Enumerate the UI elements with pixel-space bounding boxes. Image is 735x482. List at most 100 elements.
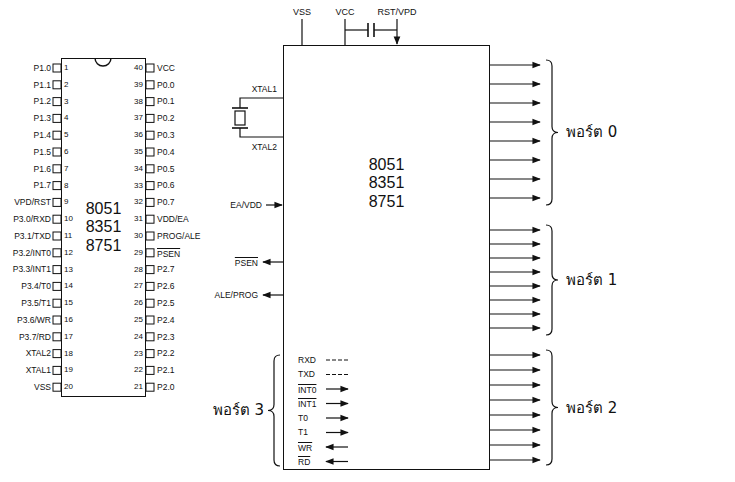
pin-number: 29 [134,249,143,257]
pin-name: VSS [34,383,51,392]
port-arrow [490,299,540,300]
pin-number: 31 [134,215,143,223]
crystal-wire [240,128,283,137]
pin-number: 3 [64,98,68,106]
pin-number: 32 [134,198,143,206]
pin-lead [53,350,61,358]
pin-lead [53,165,61,173]
pin-number: 22 [134,366,143,374]
capacitor-lead [345,29,368,30]
pin-name: P3.4/T0 [21,282,51,291]
port-arrow [490,414,540,415]
port-arrow [490,384,540,385]
pin-number: 30 [134,232,143,240]
pin-lead [146,98,154,106]
port-label: พอร์ต 2 [566,401,617,416]
pin-lead [146,299,154,307]
pin-lead [53,81,61,89]
signal-arrow [263,294,283,295]
pin-number: 8 [64,182,68,190]
signal-name: RXD [298,356,316,365]
crystal-plate [232,107,248,109]
chip-name: 8051 8351 8751 [365,156,409,211]
pin-name: PROG/ALE [157,232,200,241]
pin-number: 37 [134,114,143,122]
port-label: พอร์ต 3 [213,403,264,418]
pin-lead [53,131,61,139]
pin-number: 7 [64,165,68,173]
pin-name: VPD/RST [14,198,51,207]
pin-number: 17 [64,333,73,341]
pin-name: P1.6 [34,165,52,174]
signal-name: RD [298,456,310,467]
port-label: พอร์ต 1 [566,273,617,288]
signal-name: VCC [335,8,354,17]
pin-number: 12 [64,249,73,257]
port-arrow [490,459,540,460]
signal-name: T1 [298,428,308,437]
port-arrow [490,64,540,65]
pin-name: VDD/EA [157,215,189,224]
pin-name: P3.2/INT0 [13,249,51,258]
pin-lead [53,299,61,307]
pin-lead [53,333,61,341]
pin-lead [146,366,154,374]
pin-name: P1.3 [34,114,52,123]
port-brace [546,60,558,205]
pin-name: P0.1 [157,97,175,106]
signal-name: EA/VDD [230,201,262,210]
pin-number: 34 [134,165,143,173]
pin-lead [146,148,154,156]
crystal-symbol [235,111,245,125]
port-arrow [490,83,540,84]
pin-name: P2.0 [157,383,175,392]
pin-lead [53,316,61,324]
capacitor-plate [367,23,369,37]
pin-number: 38 [134,98,143,106]
pin-lead [53,215,61,223]
pin-name: P1.0 [34,64,52,73]
port-arrow [490,178,540,179]
pin-number: 16 [64,316,73,324]
pin-number: 15 [64,299,73,307]
pin-name: P1.4 [34,131,52,140]
pin-lead [53,98,61,106]
pin-number: 6 [64,148,68,156]
signal-name: VSS [293,8,311,17]
pin-number: 4 [64,114,68,122]
pin-number: 18 [64,350,73,358]
pin-number: 25 [134,316,143,324]
signal-name: XTAL1 [252,85,277,94]
port3-line [326,374,348,375]
pin-name: P1.7 [34,181,52,190]
pin-name: VCC [157,64,175,73]
pin-lead [146,64,154,72]
pin-number: 23 [134,350,143,358]
signal-name: WR [298,442,312,453]
signal-name: T0 [298,414,308,423]
pin-number: 2 [64,81,68,89]
power-line [301,19,302,45]
pin-lead [53,64,61,72]
pin-lead [146,350,154,358]
port-arrow [490,229,540,230]
pin-number: 20 [64,383,73,391]
pin-lead [53,366,61,374]
pin-name: P2.2 [157,349,175,358]
port3-arrow [326,417,348,418]
signal-name: ALE/PROG [215,291,258,300]
pin-lead [53,198,61,206]
pin-name: XTAL1 [26,366,51,375]
pin-lead [146,383,154,391]
pin-number: 27 [134,282,143,290]
pin-number: 10 [64,215,73,223]
pin-number: 11 [64,232,72,240]
pin-name: P0.2 [157,114,175,123]
pin-lead [146,165,154,173]
pin-number: 9 [64,198,68,206]
pin-name: P1.1 [34,81,52,90]
pin-name: PSEN [157,248,180,259]
pin-lead [53,114,61,122]
pin-name: P2.7 [157,265,175,274]
